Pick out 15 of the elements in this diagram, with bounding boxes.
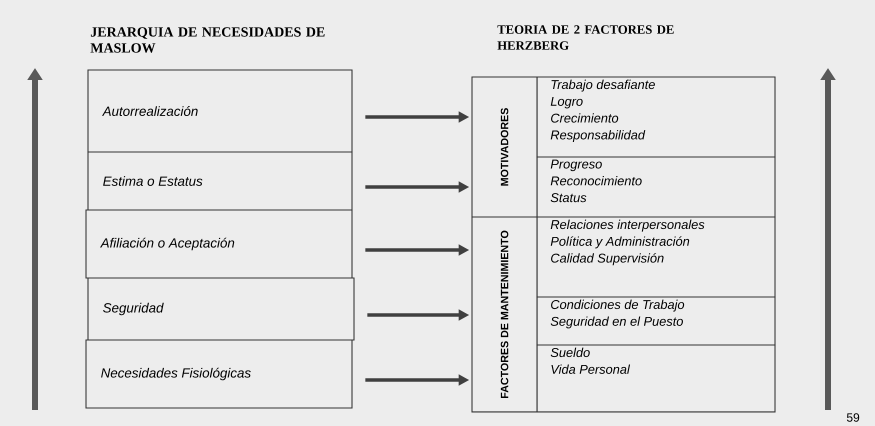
page-number: 59	[846, 413, 860, 422]
factor-cell: Sueldo Vida Personal	[536, 344, 776, 412]
heading: JERARQUIA DE NECESIDADES DE MASLOW	[90, 27, 325, 53]
factor-cell: Trabajo desafiante Logro Crecimiento Responsabilidad	[536, 76, 776, 158]
heading: TEORIA DE 2 FACTORES DE HERZBERG	[497, 25, 674, 50]
factor-group-box: MOTIVADORES	[471, 76, 538, 218]
factor-cell: Condiciones de Trabajo Seguridad en el Puesto	[536, 296, 776, 346]
factor-cell: Relaciones interpersonales Política y Administración Calidad Supervisión	[536, 216, 776, 298]
need-level-box: Afiliación o Aceptación	[85, 209, 353, 279]
factor-group-box: FACTORES DE MANTENIMIENTO	[471, 216, 538, 412]
need-level-box: Estima o Estatus	[87, 151, 353, 211]
need-level-box: Necesidades Fisiológicas	[85, 339, 353, 409]
need-level-box: Autorrealización	[87, 69, 353, 153]
need-level-box: Seguridad	[87, 277, 355, 341]
factor-cell: Progreso Reconocimiento Status	[536, 156, 776, 218]
